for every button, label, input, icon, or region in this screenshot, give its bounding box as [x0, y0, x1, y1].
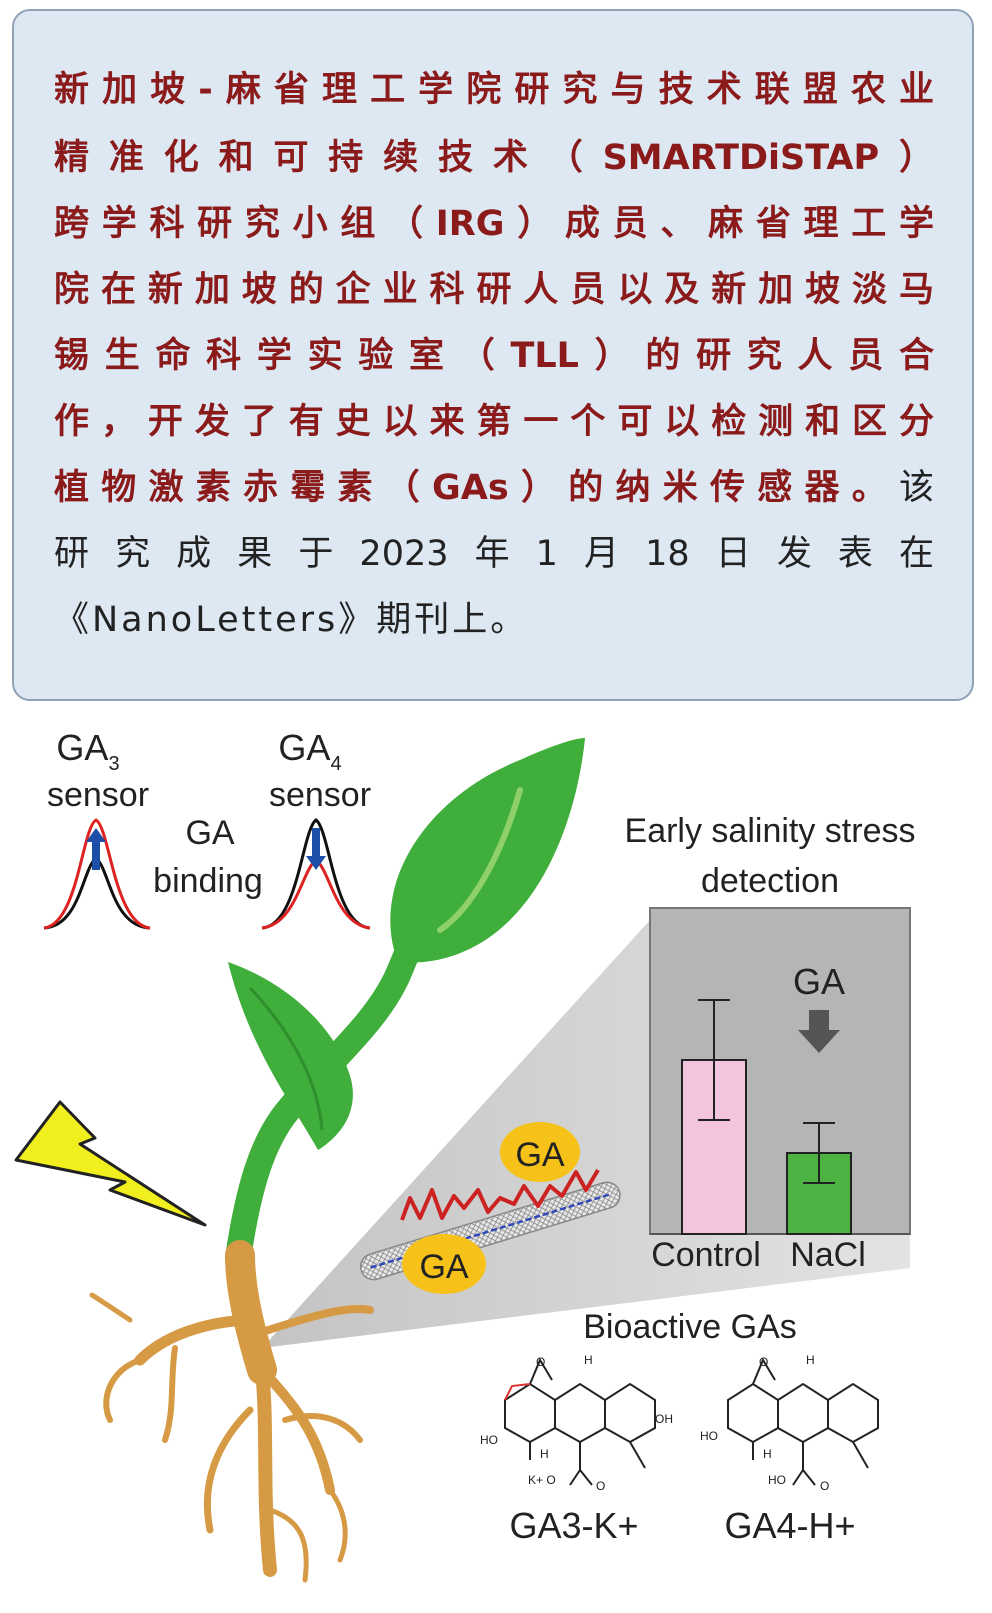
- salinity-title-line-1: Early salinity stress: [625, 812, 916, 850]
- bar-nacl: [786, 1152, 852, 1235]
- ga3-sensor-word: sensor: [47, 776, 149, 814]
- paragraph-line-3: 跨学科研究小组（IRG）成员、麻省理工学: [54, 204, 934, 244]
- ga-badge-bottom-label: GA: [419, 1248, 468, 1286]
- ga3-up-arrow-icon: [86, 828, 106, 870]
- upper-leaf-highlight: [437, 787, 523, 933]
- figure-graphic: GA Control NaCl Early salinity stress de…: [14, 727, 916, 1583]
- ga4-atom-h1: H: [806, 1353, 815, 1367]
- error-bar-nacl: [803, 1122, 835, 1184]
- ga4-atom-ho: HO: [700, 1429, 718, 1443]
- polymer-wrap: [400, 1168, 600, 1221]
- salinity-title-line-2: detection: [701, 862, 839, 900]
- tick-label-control: Control: [651, 1236, 761, 1274]
- down-arrow-icon: [798, 1010, 840, 1053]
- bar-group: [681, 999, 852, 1235]
- ga3-molecule-label: GA3-K+: [509, 1505, 638, 1546]
- paragraph-line-7-red: 植物激素赤霉素（GAs）的纳米传感器。: [54, 468, 899, 508]
- ga4-molecule: [727, 1357, 879, 1486]
- lightning-bolt-icon: [14, 1100, 207, 1227]
- ga3-atom-h1: H: [584, 1353, 593, 1367]
- tick-label-nacl: NaCl: [790, 1236, 866, 1274]
- ga-binding-line-1: GA: [185, 814, 234, 852]
- ga4-molecule-label: GA4-H+: [724, 1505, 855, 1546]
- ga-badge-top: [500, 1122, 580, 1182]
- ga3-peak-red: [43, 818, 151, 930]
- paragraph-line-8: 研究成果于2023年1月18日发表在: [54, 534, 934, 574]
- ga3-atom-o2: O: [596, 1479, 605, 1493]
- ga3-molecule: [504, 1357, 656, 1486]
- bioactive-title: Bioactive GAs: [583, 1308, 797, 1346]
- ga-badge-top-label: GA: [515, 1136, 564, 1174]
- ga3-atom-ko: K+ O: [528, 1473, 556, 1487]
- ga4-atom-o2: O: [820, 1479, 829, 1493]
- paragraph-line-7-tail: 该: [898, 468, 934, 508]
- ga3-atom-oh: OH: [655, 1412, 673, 1426]
- intro-card: 新加坡-麻省理工学院研究与技术联盟农业 精准化和可持续技术（SMARTDiSTA…: [12, 9, 974, 701]
- ga4-sensor-title: GA4: [278, 727, 341, 775]
- ga3-atom-h2: H: [540, 1447, 549, 1461]
- ga4-peak-black: [261, 818, 371, 930]
- ga3-sensor-title: GA3: [56, 727, 119, 775]
- lower-leaf: [228, 962, 353, 1150]
- ga3-atom-ho: HO: [480, 1433, 498, 1447]
- paragraph-line-6: 作，开发了有史以来第一个可以检测和区分: [54, 402, 934, 442]
- inset-ga-label: GA: [793, 961, 845, 1002]
- paragraph-line-1: 新加坡-麻省理工学院研究与技术联盟农业: [54, 70, 934, 110]
- paragraph-line-2: 精准化和可持续技术（SMARTDiSTAP）: [54, 138, 934, 178]
- ga4-atom-ho2: HO: [768, 1473, 786, 1487]
- upper-leaf: [390, 738, 585, 963]
- plant-roots: [89, 1240, 374, 1583]
- error-bar-control: [698, 999, 730, 1121]
- paragraph-line-4: 院在新加坡的企业科研人员以及新加坡淡马: [54, 270, 934, 310]
- lower-leaf-vein: [248, 986, 324, 1131]
- nanosensor-figure: GA Control NaCl Early salinity stress de…: [0, 720, 992, 1613]
- ga4-atom-o: O: [759, 1355, 768, 1369]
- paragraph-line-9: 《NanoLetters》期刊上。: [54, 600, 529, 640]
- paragraph-line-7: 植物激素赤霉素（GAs）的纳米传感器。该: [54, 454, 934, 522]
- ga4-sensor-word: sensor: [269, 776, 371, 814]
- ga-binding-line-2: binding: [153, 862, 263, 900]
- paragraph-line-5: 锡生命科学实验室（TLL）的研究人员合: [54, 336, 934, 376]
- ga-badge-bottom: [402, 1234, 486, 1294]
- ga3-atom-o: O: [536, 1355, 545, 1369]
- ga4-down-arrow-icon: [306, 828, 326, 870]
- ga4-atom-h2: H: [763, 1447, 772, 1461]
